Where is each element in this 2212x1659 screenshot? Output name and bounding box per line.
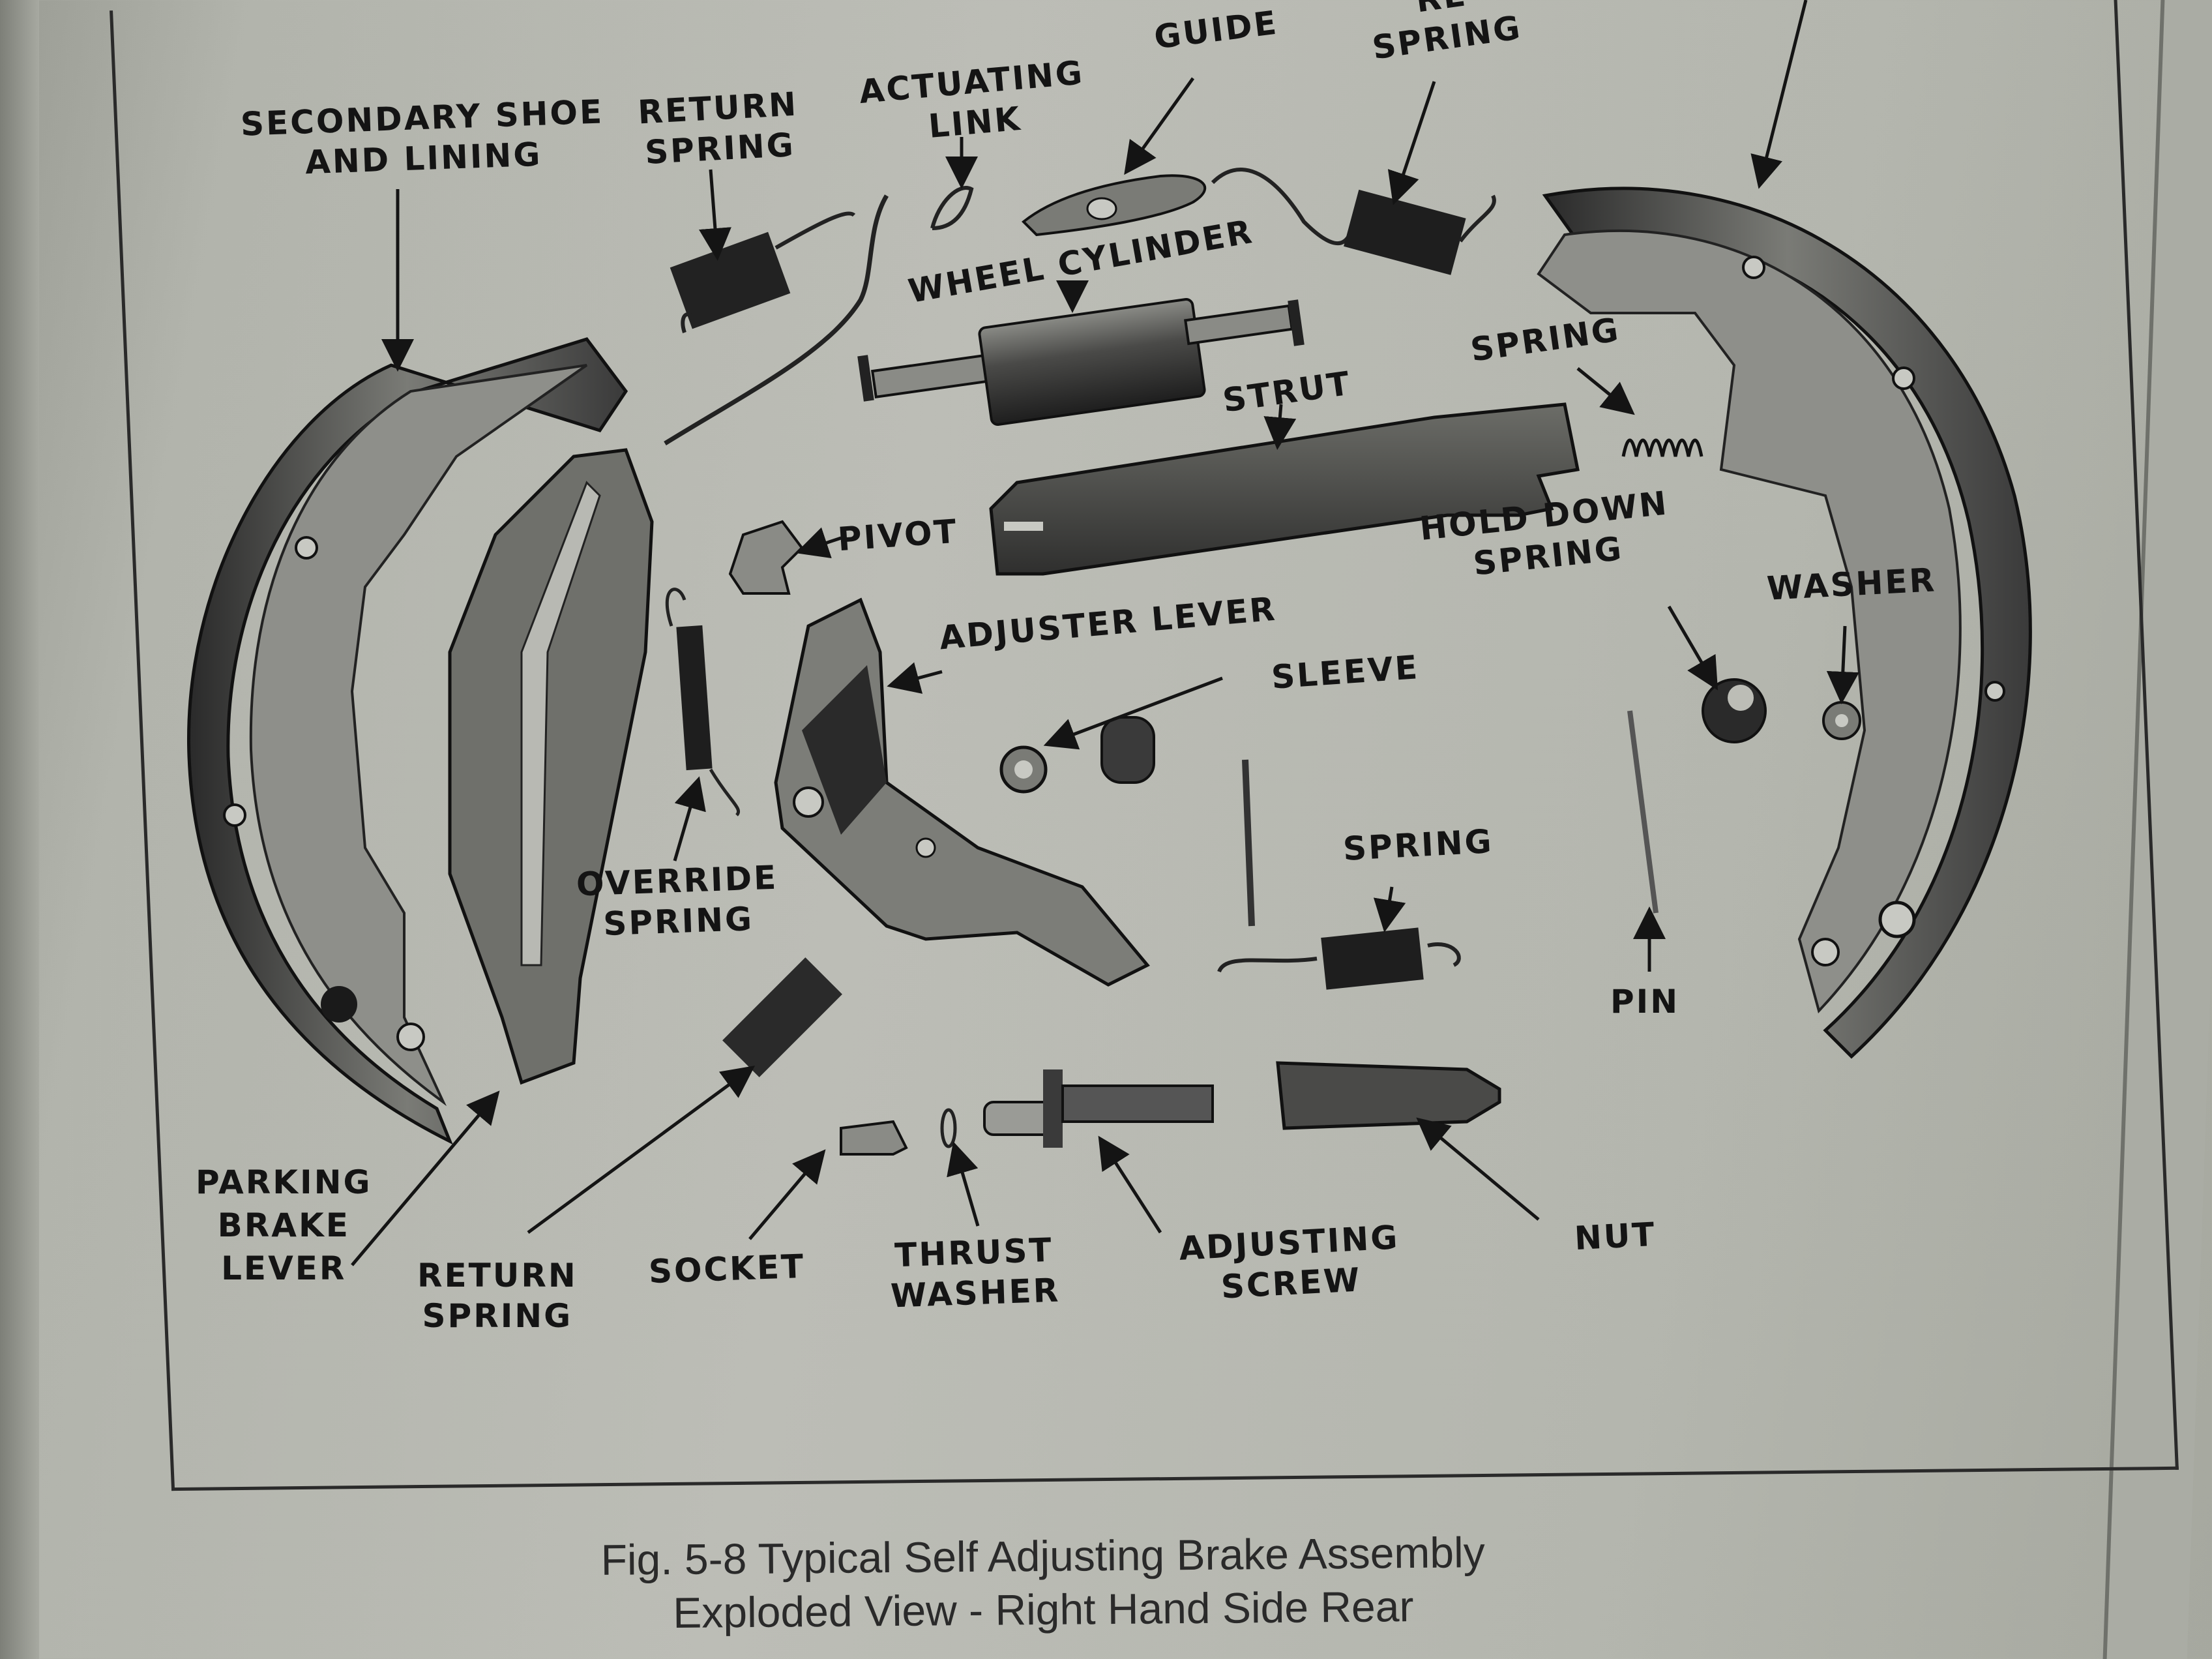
adjuster-lever-part [774,597,1150,987]
label-line: PIVOT [836,512,960,559]
label-nut: NUT [1573,1214,1657,1259]
actuating-link-hook-part [930,186,974,230]
return-spring-top-part [670,211,856,333]
thrust-washer-part [940,1108,957,1148]
label-override-spring: OVERRIDE SPRING [576,858,780,946]
primary-shoe-part [1537,187,2032,1059]
label-parking-brake-lever: PARKING BRAKE LEVER [196,1161,372,1290]
book-page-edge [0,0,39,1659]
label-line: BRAKE [217,1206,350,1244]
parking-brake-lever-part [448,448,654,1085]
label-pivot: PIVOT [836,511,960,560]
lower-spring-part [1217,927,1461,990]
sleeve-part [1100,716,1155,784]
pivot-part [728,520,804,595]
override-spring-part [665,588,741,816]
nut-part [1276,1061,1501,1130]
label-line: NUT [1573,1215,1657,1258]
label-line: OVERRIDE [576,858,779,904]
return-spring-right-part [1211,168,1496,275]
label-adjusting-screw: ADJUSTING SCREW [1178,1217,1402,1309]
actuating-link-part [664,194,889,445]
label-line: SPRING [643,125,797,172]
label-line: PIN [1610,983,1680,1021]
strut-spring-part [1621,438,1703,457]
label-line: RETURN [417,1257,578,1294]
label-line: PARKING [196,1163,372,1201]
caption-line-2: Exploded View - Right Hand Side Rear [673,1582,1414,1637]
adjusting-screw-part [983,1069,1214,1148]
guide-part [1022,174,1207,237]
label-line: SPRING [602,899,754,943]
secondary-shoe-part [186,337,628,1145]
label-line: THRUST [894,1231,1054,1275]
label-line: SPRING [422,1297,573,1335]
socket-part [840,1120,908,1156]
strut-part [989,402,1580,576]
label-pin: PIN [1610,981,1679,1022]
label-thrust-washer: THRUST WASHER [889,1229,1061,1316]
pin-left-part [1242,759,1255,927]
return-spring-lower-part [722,957,842,1077]
label-socket: SOCKET [648,1246,806,1292]
label-line: SPRING [1342,822,1495,868]
figure-caption: Fig. 5-8 Typical Self Adjusting Brake As… [567,1525,1519,1641]
label-line: SOCKET [648,1247,806,1291]
label-secondary-shoe: SECONDARY SHOE AND LINING [240,91,606,185]
leader-lines [351,0,1859,1266]
label-return-spring-top: RETURN SPRING [637,84,801,173]
label-line: LEVER [221,1249,347,1287]
label-spring-lower: SPRING [1342,821,1495,869]
pin-right-part [1627,710,1659,914]
caption-line-1: Fig. 5-8 Typical Self Adjusting Brake As… [600,1528,1485,1584]
label-line: WASHER [890,1271,1061,1315]
label-return-spring-bottom: RETURN SPRING [417,1255,578,1336]
wheel-cylinder-part [857,298,1305,426]
